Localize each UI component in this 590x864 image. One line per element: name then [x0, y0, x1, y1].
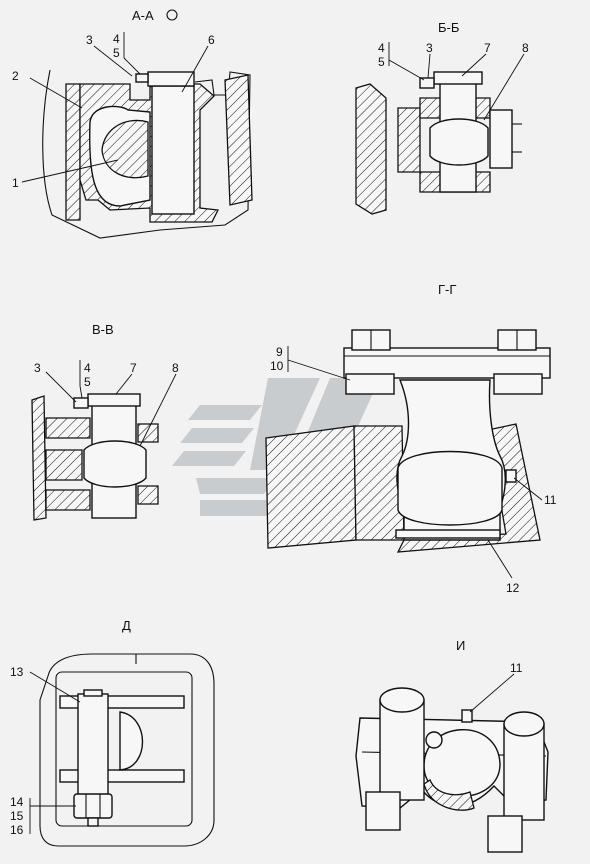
view-vv-bolt-head [87, 393, 141, 407]
view-vv-label-7: 7 [130, 361, 137, 375]
view-aa-title: А-А [132, 8, 154, 23]
view-i-bolt-head-right [503, 711, 545, 737]
view-bb-bolt-head [433, 71, 483, 85]
view-d-outline [39, 653, 215, 847]
view-vv: В-В 3 4 5 7 8 [31, 322, 179, 521]
view-vv-label-5: 5 [84, 375, 91, 389]
view-i-title: И [456, 638, 465, 653]
view-i-bolt-right [503, 723, 545, 821]
view-vv-label-3: 3 [34, 361, 41, 375]
view-d-nut [73, 793, 113, 819]
view-bb-label-7: 7 [484, 41, 491, 55]
view-aa-circle-mark [166, 9, 178, 21]
view-gg-label-11: 11 [544, 493, 557, 507]
view-bb-label-5: 5 [378, 55, 385, 69]
view-gg-nut-left [345, 373, 395, 395]
view-i-bolt-left [379, 699, 425, 801]
view-bb-washer [419, 77, 435, 89]
view-bb-label-8: 8 [522, 41, 529, 55]
view-aa-bolt-head [147, 71, 195, 87]
view-aa-label-3: 3 [86, 33, 93, 47]
view-vv-housing-mid [45, 449, 83, 481]
view-d-bolt [77, 693, 109, 805]
view-d-cotter-pin [87, 817, 99, 827]
view-bb-left-flange [355, 83, 387, 215]
view-d-label-13: 13 [10, 665, 24, 679]
view-vv-ball [83, 440, 147, 488]
view-vv-left-flange [31, 395, 47, 521]
view-aa-label-4: 4 [113, 32, 120, 46]
view-gg-ball [397, 450, 503, 526]
view-gg-label-12: 12 [506, 581, 520, 595]
view-bb-housing-left [397, 107, 421, 173]
view-gg-housing-left [265, 425, 357, 549]
view-vv-housing-top-left [45, 417, 91, 439]
view-gg-base-plate [395, 529, 501, 539]
view-aa-label-1: 1 [12, 176, 19, 190]
view-gg-grease-fitting [505, 469, 517, 483]
view-aa-left-wall [65, 83, 81, 221]
view-gg-title: Г-Г [438, 282, 456, 297]
view-gg-label-10: 10 [270, 359, 284, 373]
view-aa-label-2: 2 [12, 69, 19, 83]
view-gg-label-9: 9 [276, 345, 283, 359]
view-vv-label-8: 8 [172, 361, 179, 375]
view-i: И 11 [355, 638, 549, 853]
view-bb-title: Б-Б [438, 20, 459, 35]
view-i-pin-end [425, 731, 443, 749]
view-aa-right-plate [224, 74, 253, 206]
view-i-nut-left [365, 791, 401, 831]
view-aa-washer [135, 73, 149, 83]
view-i-nut-right [487, 815, 523, 853]
view-vv-label-4: 4 [84, 361, 91, 375]
view-bb-label-4: 4 [378, 41, 385, 55]
view-i-hatched-section [423, 779, 475, 811]
view-gg-nut-right [493, 373, 543, 395]
view-d-frame [55, 671, 193, 827]
view-aa: А-А 2 1 3 4 5 6 [12, 8, 253, 239]
view-vv-title: В-В [92, 322, 114, 337]
view-vv-housing-top-right [137, 423, 159, 443]
view-vv-housing-bottom-left [45, 489, 91, 511]
view-bb-ball [429, 118, 489, 166]
view-d-ball [119, 711, 144, 771]
view-d-label-14: 14 [10, 795, 24, 809]
view-aa-ball [101, 119, 149, 179]
view-aa-label-6: 6 [208, 33, 215, 47]
view-d-bolt-tip [83, 689, 103, 697]
view-aa-body-contour [42, 69, 251, 239]
view-i-label-11: 11 [510, 661, 523, 675]
view-d: Д 13 14 15 16 [10, 618, 215, 847]
view-vv-housing-bottom-right [137, 485, 159, 505]
view-i-grease-fitting [461, 709, 473, 723]
view-d-title: Д [122, 618, 131, 633]
view-gg: Г-Г 9 10 11 12 [265, 282, 557, 595]
view-bb-end-cap [489, 109, 513, 169]
view-aa-bolt [151, 85, 195, 215]
view-i-bolt-head-left [379, 687, 425, 713]
view-vv-washer [73, 397, 89, 409]
view-bb-label-3: 3 [426, 41, 433, 55]
view-aa-label-5: 5 [113, 46, 120, 60]
view-gg-housing-right [396, 423, 541, 553]
view-gg-clamp-bar [343, 347, 551, 379]
view-d-label-16: 16 [10, 823, 24, 837]
view-bb: Б-Б 4 5 3 7 8 [355, 20, 529, 215]
view-d-label-15: 15 [10, 809, 24, 823]
